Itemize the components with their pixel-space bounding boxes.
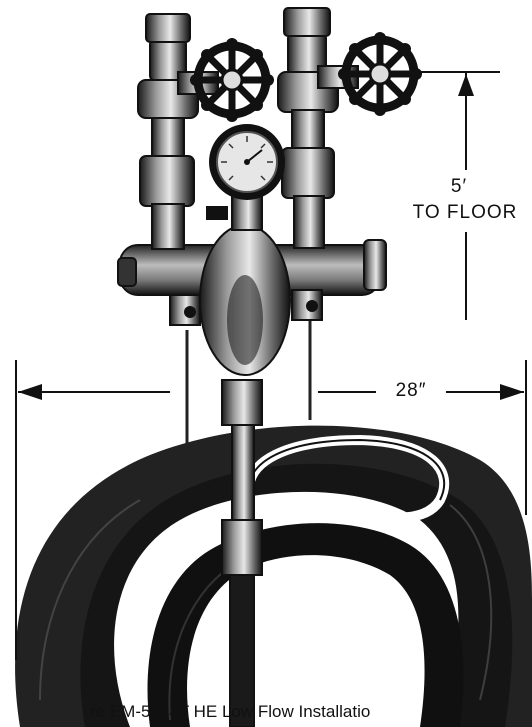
height-dimension [410,71,500,320]
width-dimension [15,360,527,660]
mixing-valve-body [117,224,387,376]
hanger-rods [185,320,312,445]
right-handwheel-icon [338,32,422,116]
width-dimension-label: 28″ [376,380,446,402]
left-handwheel-icon [190,38,274,122]
hose-coil [15,425,532,727]
height-dimension-value: 5′ [450,176,468,197]
hose-nozzle [221,379,263,727]
height-dimension-label: TO FLOOR [412,202,518,223]
figure-caption: re EM-5144T HE Low Flow Installatio [90,702,371,721]
temperature-gauge-icon [206,124,285,231]
right-riser [277,7,359,249]
